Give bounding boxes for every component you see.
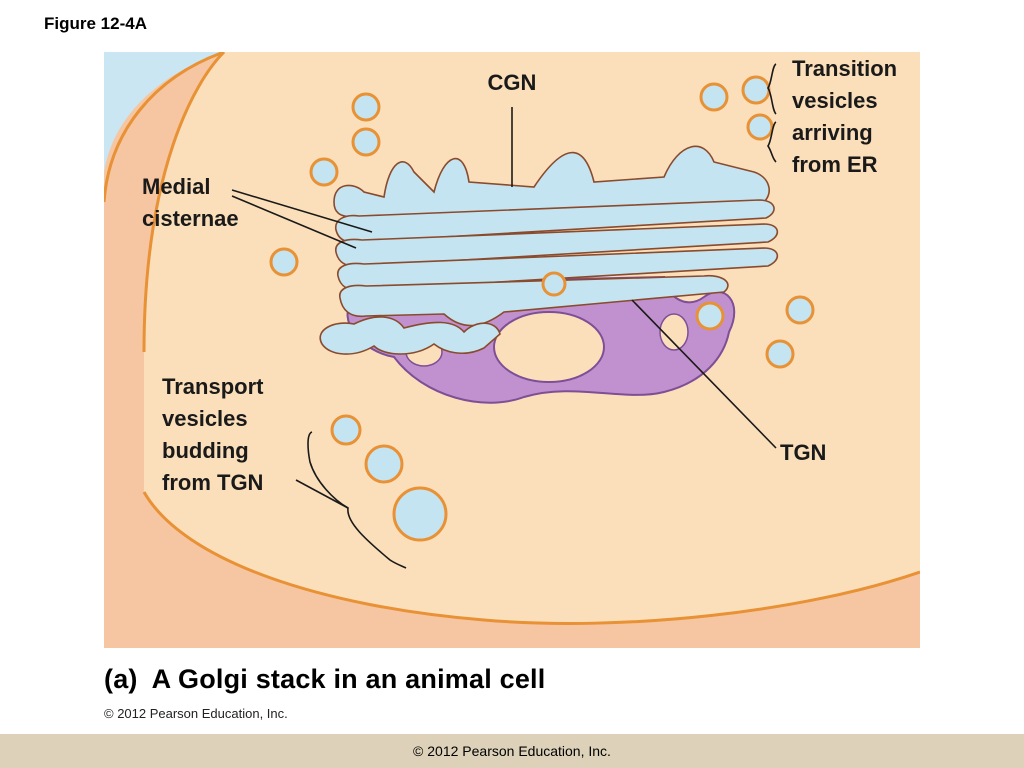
figure-title: Figure 12-4A <box>44 14 147 33</box>
svg-text:Transition: Transition <box>792 56 897 81</box>
cell-membrane-inner <box>142 52 226 353</box>
transition-vesicles <box>269 75 774 277</box>
label-tgn: TGN <box>780 440 826 465</box>
label-medial-cisternae: Medial cisternae <box>142 174 239 231</box>
svg-text:arriving: arriving <box>792 120 873 145</box>
svg-text:budding: budding <box>162 438 249 463</box>
label-transition-vesicles: Transition vesicles arriving from ER <box>792 56 897 177</box>
leader-lines <box>231 63 777 569</box>
footer-bar: © 2012 Pearson Education, Inc. <box>0 734 1024 768</box>
golgi-diagram: CGN Transition vesicles arriving from ER… <box>104 52 920 648</box>
figure-caption: (a) A Golgi stack in an animal cell <box>104 664 545 695</box>
copyright-inline: © 2012 Pearson Education, Inc. <box>104 706 288 721</box>
svg-text:vesicles: vesicles <box>162 406 248 431</box>
label-cgn: CGN <box>488 70 537 95</box>
tgn-adjacent-vesicles <box>541 271 815 369</box>
svg-text:Medial: Medial <box>142 174 210 199</box>
transport-vesicles <box>330 414 448 542</box>
cell-membrane-lower <box>142 491 920 625</box>
golgi-stack <box>319 145 779 355</box>
trans-cisterna <box>339 274 729 327</box>
svg-text:Transport: Transport <box>162 374 264 399</box>
caption-text: A Golgi stack in an animal cell <box>151 664 546 694</box>
label-transport-vesicles: Transport vesicles budding from TGN <box>162 374 264 495</box>
svg-text:from ER: from ER <box>792 152 878 177</box>
svg-text:vesicles: vesicles <box>792 88 878 113</box>
bottom-cisterna <box>319 316 501 355</box>
svg-text:cisternae: cisternae <box>142 206 239 231</box>
footer-copyright: © 2012 Pearson Education, Inc. <box>413 743 611 759</box>
caption-part: (a) <box>104 664 138 694</box>
cis-cisterna <box>333 145 770 218</box>
medial-cisterna-2 <box>335 223 779 268</box>
svg-text:from TGN: from TGN <box>162 470 263 495</box>
plasma-membrane <box>104 52 225 203</box>
